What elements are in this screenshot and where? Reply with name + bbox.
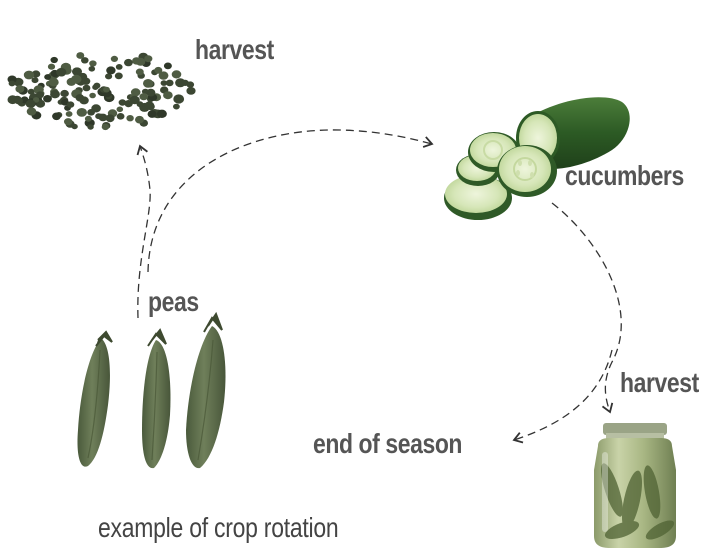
arrow-to-end-of-season	[514, 350, 612, 440]
label-harvest-right: harvest	[620, 367, 699, 399]
arrow-cucumbers-to-harvest	[552, 203, 621, 412]
label-harvest-top: harvest	[195, 34, 274, 66]
diagram-caption: example of crop rotation	[98, 512, 338, 544]
sliced-cucumber-icon	[444, 97, 630, 220]
dried-peas-pile-icon	[8, 52, 196, 130]
pickle-jar-icon	[594, 423, 677, 548]
label-peas: peas	[148, 286, 199, 318]
label-end-of-season: end of season	[313, 428, 462, 460]
arrow-to-cucumbers	[148, 130, 432, 272]
label-cucumbers: cucumbers	[565, 160, 684, 192]
pea-pods-icon	[77, 314, 225, 468]
